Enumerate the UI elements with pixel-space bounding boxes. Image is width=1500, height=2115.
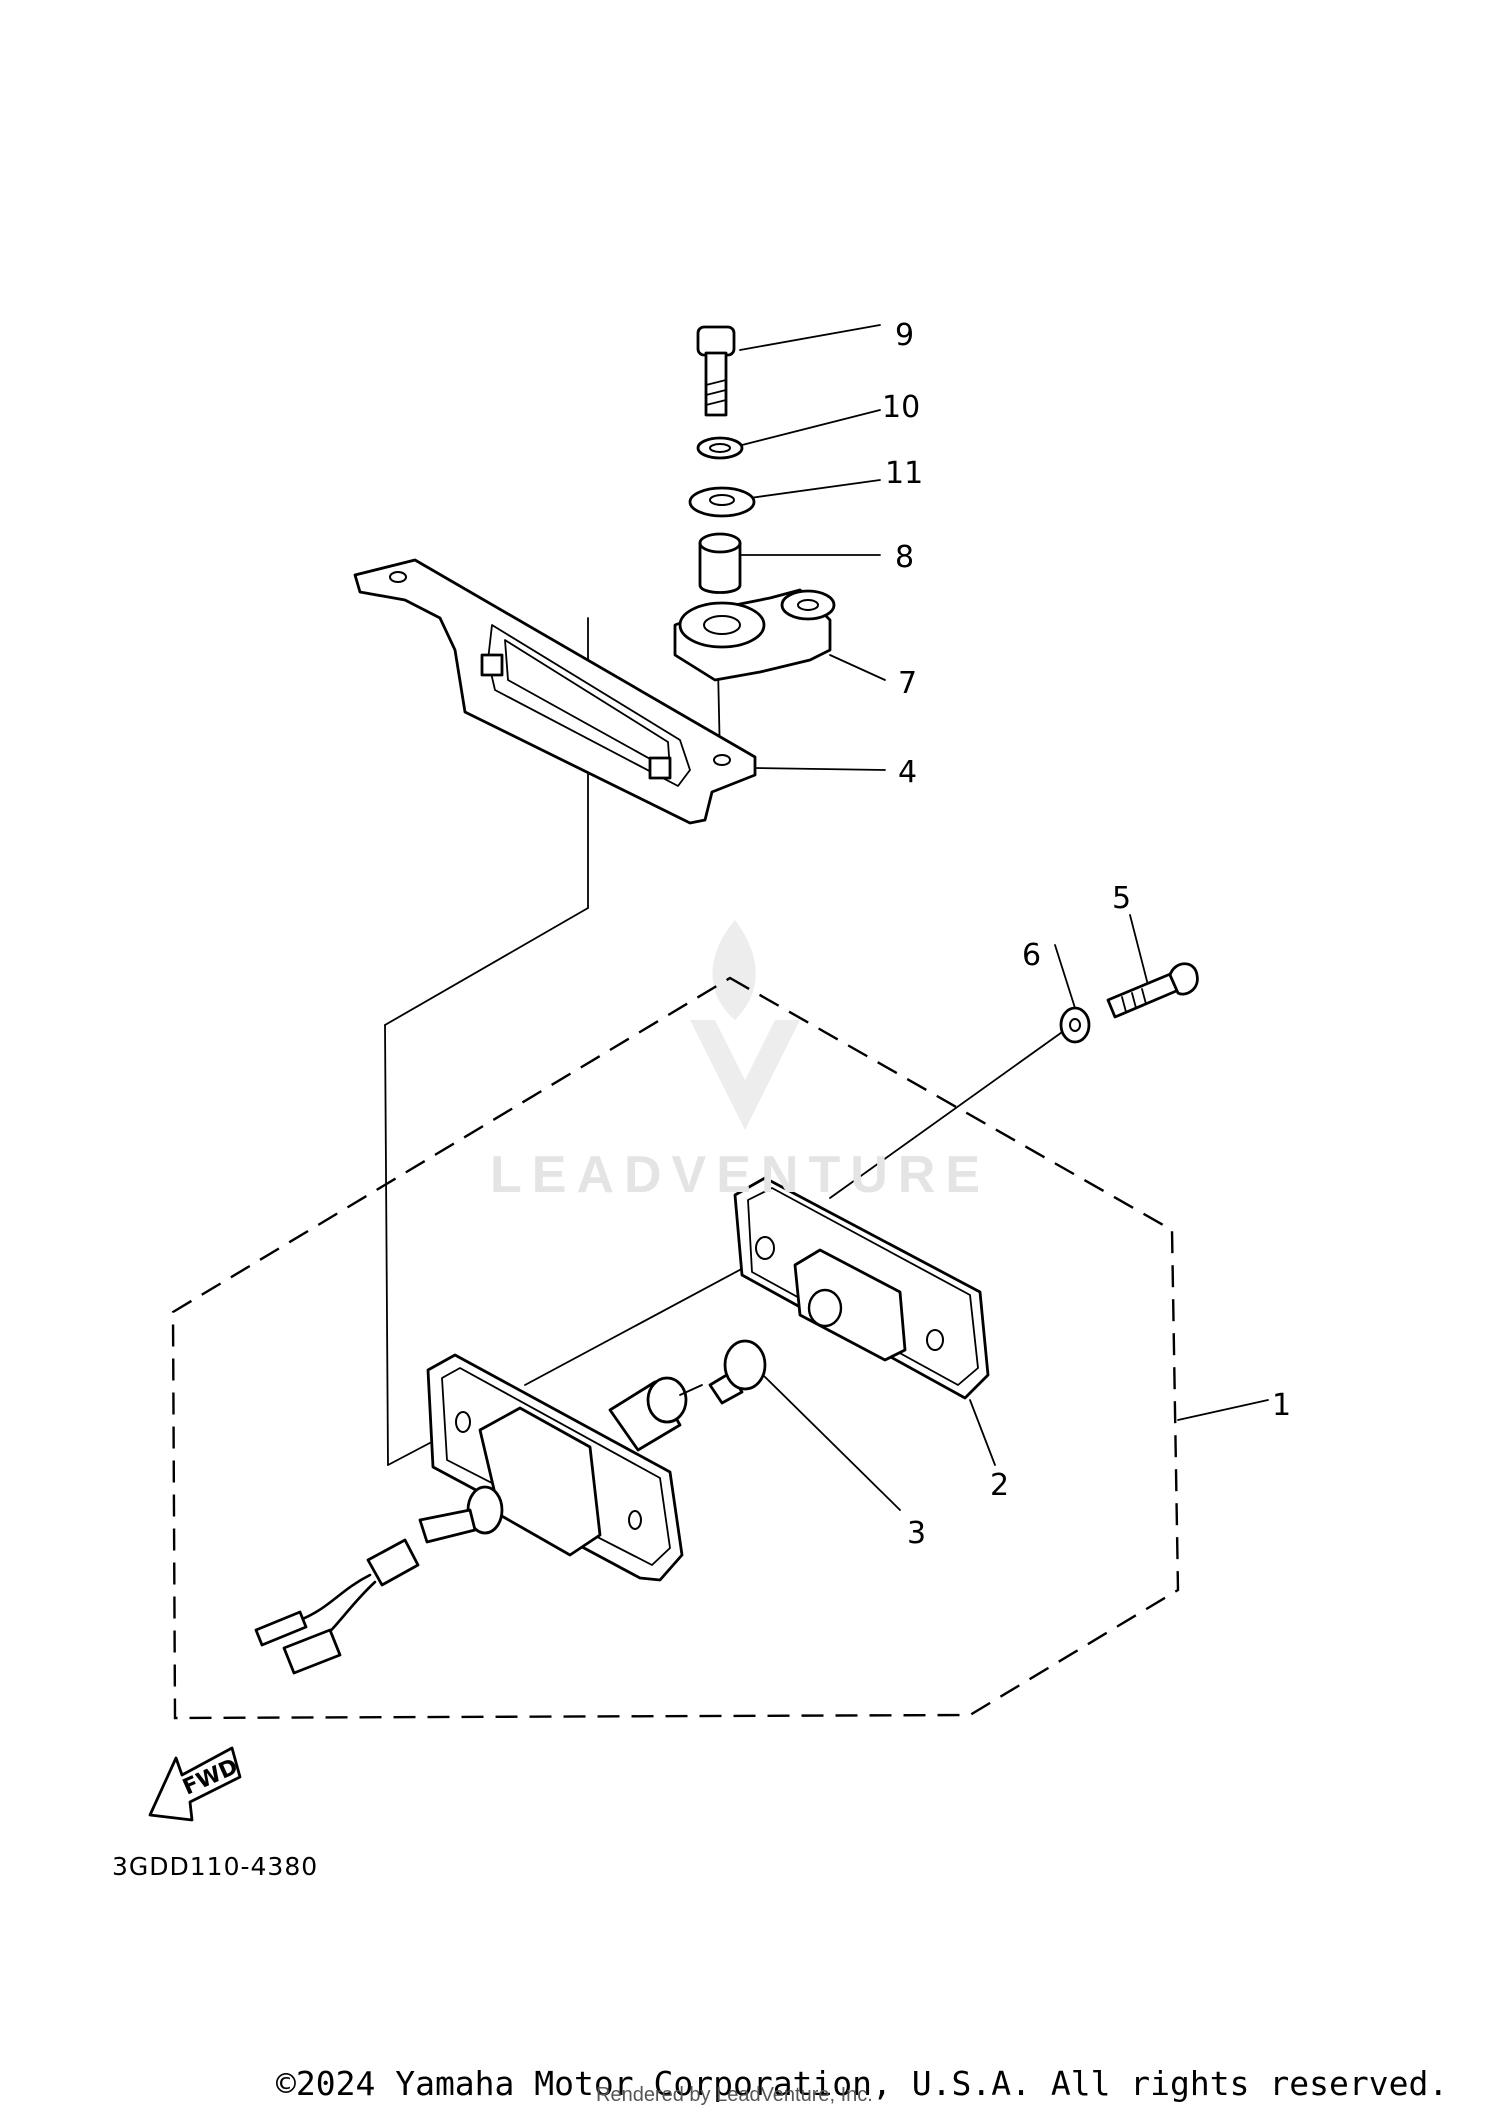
callout-4: 4 (898, 755, 917, 790)
fwd-arrow-icon: FWD (148, 1746, 242, 1822)
callout-5: 5 (1112, 881, 1131, 916)
bulb-part-3 (708, 1339, 767, 1405)
bracket-part-4 (353, 558, 757, 825)
bolt-part-9 (696, 325, 736, 417)
diagram-code: 3GDD110-4380 (112, 1852, 319, 1881)
watermark: LEADVENTURE (490, 1146, 991, 1204)
bolt-part-5 (1106, 962, 1199, 1019)
callout-7: 7 (898, 666, 917, 701)
lens-part-2 (733, 1176, 990, 1400)
wire-harness (254, 1508, 477, 1675)
assembly-outline (171, 976, 1180, 1720)
lamp-housing (426, 1353, 684, 1582)
leadventure-logo-icon (690, 920, 800, 1130)
leader-lines (384, 324, 1269, 1511)
callout-2: 2 (990, 1468, 1009, 1503)
callout-6: 6 (1022, 938, 1041, 973)
washer-part-11 (688, 486, 756, 518)
rendered-by-notice: Rendered by LeadVenture, Inc. (596, 2084, 873, 2106)
collar-part-8 (698, 532, 742, 594)
callout-3: 3 (907, 1516, 926, 1551)
callout-10: 10 (882, 390, 920, 425)
callout-9: 9 (895, 318, 914, 353)
callout-11: 11 (885, 456, 923, 491)
copyright-notice: ©2024 Yamaha Motor Corporation, U.S.A. A… (276, 2064, 1449, 2103)
callout-8: 8 (895, 540, 914, 575)
bracket-part-7 (673, 588, 836, 682)
washer-part-6 (1059, 1006, 1091, 1044)
spring-washer-part-10 (696, 436, 744, 460)
socket (608, 1376, 703, 1452)
callout-1: 1 (1272, 1388, 1291, 1423)
